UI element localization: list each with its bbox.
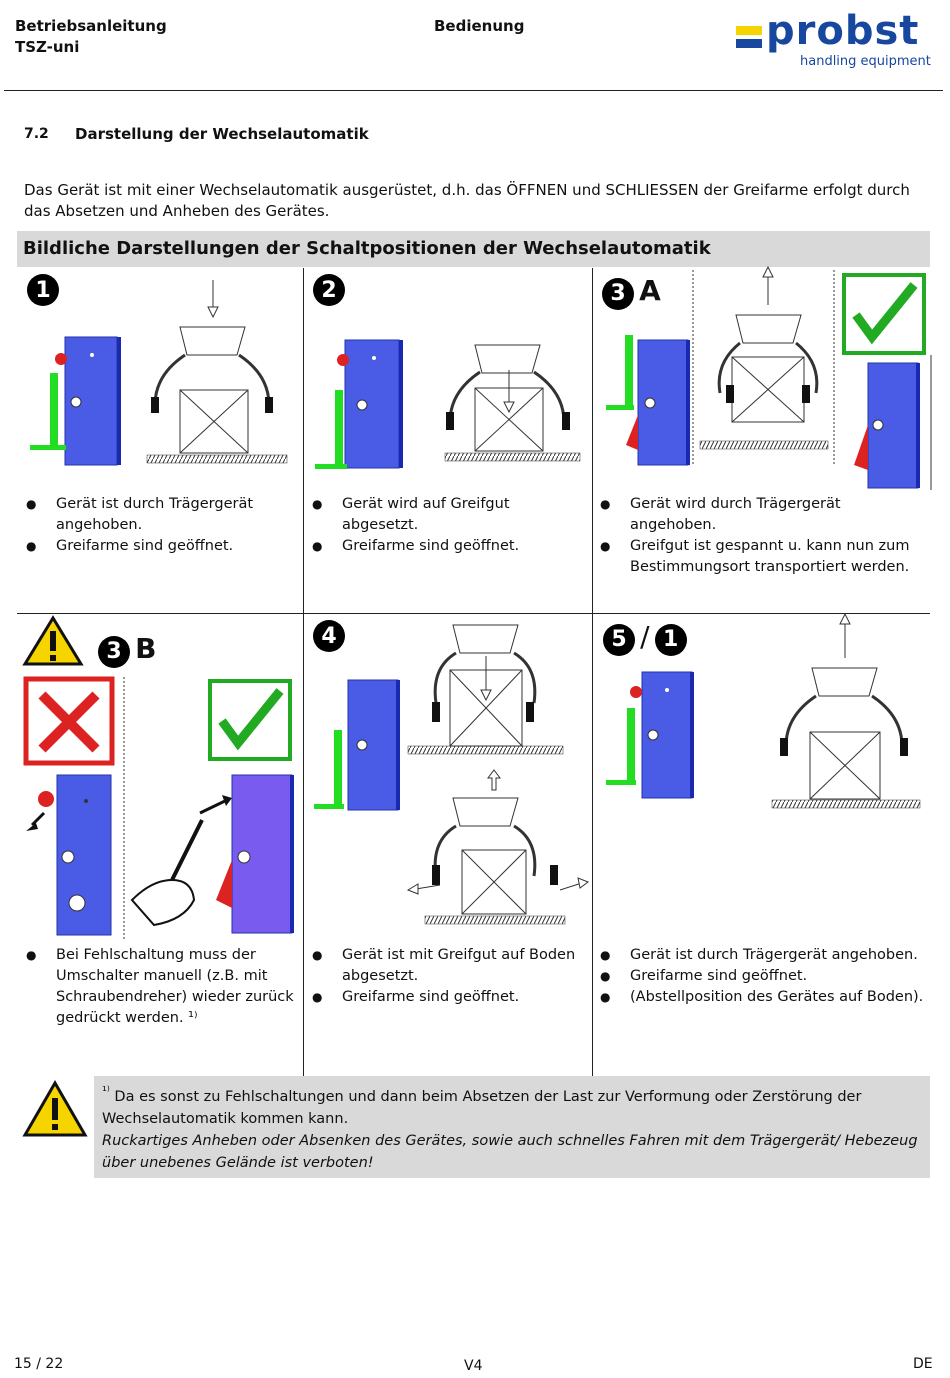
- step-2-bullets: Gerät wird auf Greifgut abgesetzt. Greif…: [312, 494, 582, 557]
- grid-divider: [592, 268, 593, 1076]
- list-item: Gerät ist durch Trägergerät angehoben.: [600, 945, 930, 966]
- step-3b-illustration: [23, 676, 294, 940]
- step-5-number: 5 / 1: [603, 620, 687, 656]
- step-1-illustration: [30, 280, 288, 466]
- logo-blue-bar: [736, 39, 762, 48]
- step-3a-illustration: [606, 265, 932, 490]
- slash: /: [640, 620, 650, 653]
- grid-divider: [303, 268, 304, 1076]
- header-rule: [4, 90, 943, 91]
- logo-sub: handling equipment: [800, 54, 931, 69]
- chapter-title: Bedienung: [434, 17, 525, 35]
- probst-logo: probst handling equipment: [736, 8, 936, 74]
- page-number: 15 / 22: [14, 1356, 64, 1372]
- step-4-bullets: Gerät ist mit Greifgut auf Boden abgeset…: [312, 945, 587, 1008]
- warning-icon: [22, 615, 84, 666]
- list-item: Bei Fehlschaltung muss der Umschalter ma…: [26, 945, 301, 1029]
- list-item: Gerät wird durch Trägergerät angehoben.: [600, 494, 920, 536]
- logo-word: probst: [766, 8, 920, 54]
- list-item: Gerät ist durch Trägergerät angehoben.: [26, 494, 296, 536]
- logo-yellow-bar: [736, 26, 762, 35]
- section-number: 7.2: [24, 126, 49, 142]
- step-3a-bullets: Gerät wird durch Trägergerät angehoben. …: [600, 494, 920, 578]
- note-line2: Ruckartiges Anheben oder Absenken des Ge…: [102, 1132, 918, 1171]
- step-4-number: 4: [313, 620, 345, 652]
- list-item: Greifarme sind geöffnet.: [600, 966, 930, 987]
- step-2-number: 2: [313, 274, 345, 306]
- section-title: Darstellung der Wechselautomatik: [75, 125, 369, 143]
- figure-banner: Bildliche Darstellungen der Schaltpositi…: [17, 231, 930, 267]
- doc-title-line1: Betriebsanleitung: [15, 17, 167, 35]
- step-3b-number: 3 B: [98, 632, 156, 668]
- doc-title: Betriebsanleitung TSZ-uni: [15, 16, 167, 58]
- step-1-number: 1: [27, 274, 59, 306]
- step-3a-number: 3 A: [602, 274, 661, 310]
- step-5-bullets: Gerät ist durch Trägergerät angehoben. G…: [600, 945, 930, 1008]
- grid-divider: [17, 613, 930, 614]
- list-item: Greifarme sind geöffnet.: [26, 536, 296, 557]
- list-item: Gerät wird auf Greifgut abgesetzt.: [312, 494, 582, 536]
- step-3b-bullets: Bei Fehlschaltung muss der Umschalter ma…: [26, 945, 301, 1029]
- step-1-bullets: Gerät ist durch Trägergerät angehoben. G…: [26, 494, 296, 557]
- list-item: Gerät ist mit Greifgut auf Boden abgeset…: [312, 945, 587, 987]
- step-4-illustration: [314, 624, 590, 925]
- list-item: Greifgut ist gespannt u. kann nun zum Be…: [600, 536, 920, 578]
- step-5-illustration: [606, 612, 921, 809]
- step-2-illustration: [315, 339, 581, 469]
- version: V4: [464, 1358, 483, 1374]
- doc-title-line2: TSZ-uni: [15, 38, 80, 56]
- language: DE: [913, 1356, 933, 1372]
- list-item: Greifarme sind geöffnet.: [312, 987, 587, 1008]
- footnote-marker: ¹⁾: [102, 1084, 110, 1098]
- note-box: ¹⁾ Da es sonst zu Fehlschaltungen und da…: [94, 1076, 930, 1178]
- list-item: (Abstellposition des Gerätes auf Boden).: [600, 987, 930, 1008]
- warning-icon: [22, 1080, 88, 1137]
- note-line1: ¹⁾ Da es sonst zu Fehlschaltungen und da…: [102, 1084, 862, 1127]
- intro-text: Das Gerät ist mit einer Wechselautomatik…: [24, 181, 910, 220]
- list-item: Greifarme sind geöffnet.: [312, 536, 582, 557]
